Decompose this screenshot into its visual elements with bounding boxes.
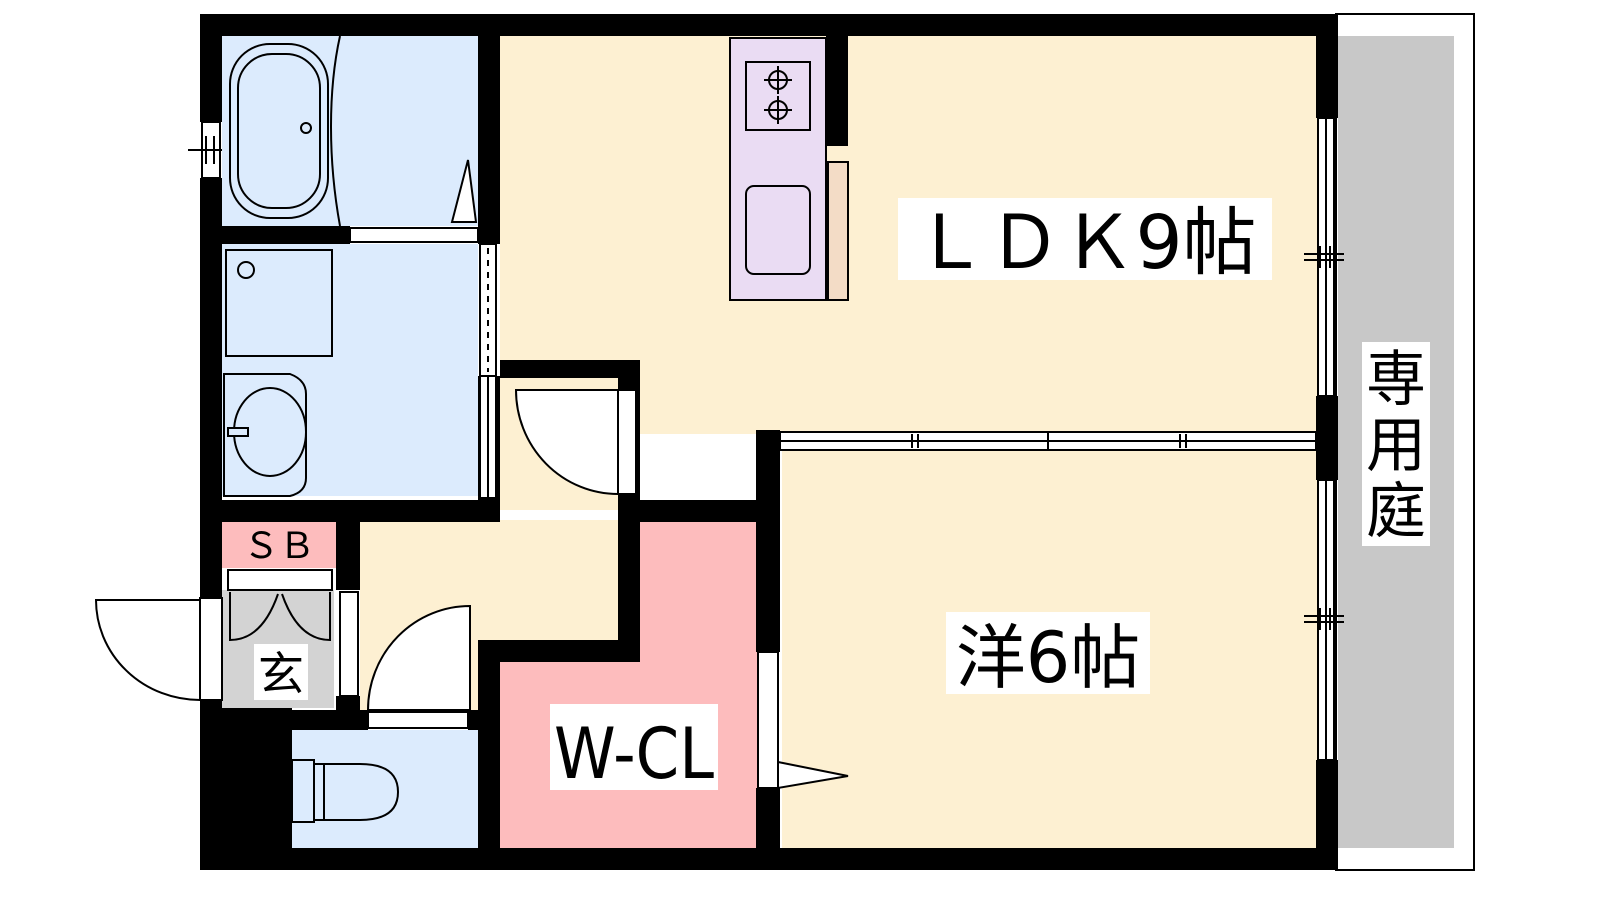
stove-icon — [745, 61, 811, 131]
wall-toilet-top-right — [468, 710, 500, 730]
shoe-box-door-frame — [227, 569, 333, 591]
toilet-door-sill — [367, 711, 469, 729]
wall-bath-right — [478, 14, 500, 244]
wall-closet-left-vert — [478, 640, 500, 870]
wall-western-left-bottom — [756, 788, 780, 870]
shoe-box — [222, 522, 336, 568]
toilet-tank-icon — [291, 759, 315, 823]
wall-left-upper — [200, 14, 222, 122]
kitchen-sink-icon — [745, 185, 811, 275]
hall-door-leaf — [617, 389, 637, 495]
garden-label: 専用庭 — [1366, 345, 1426, 547]
kitchen — [729, 37, 849, 301]
wall-closet-left — [478, 640, 640, 662]
windows — [779, 117, 1344, 761]
garden-label-bg — [1362, 342, 1430, 546]
wall-hall-top — [500, 360, 640, 378]
wall-corner-block — [200, 708, 292, 870]
corridor-floor — [360, 520, 630, 640]
vanity-counter-icon — [223, 373, 307, 497]
wall-western-left-top — [756, 430, 780, 652]
shoe-box-label: ＳＢ — [243, 526, 315, 567]
wall-sb-right — [336, 500, 360, 590]
closet-door-icon — [777, 760, 849, 790]
wall-top — [200, 14, 1338, 36]
wall-bath-bottom — [200, 226, 350, 244]
toilet-fixtures — [291, 759, 400, 823]
walls — [200, 14, 1338, 870]
wall-right-mid — [1316, 396, 1338, 480]
western-label: 洋6帖 — [956, 617, 1141, 699]
entrance-door-frame — [199, 597, 223, 701]
bathtub-inner — [237, 53, 321, 209]
wall-right-bottom — [1316, 760, 1338, 870]
toilet-door-swing — [366, 604, 471, 711]
washing-machine-drain-icon — [237, 261, 255, 279]
entrance-door-swing — [94, 599, 201, 701]
ldk-label-bg — [898, 198, 1272, 280]
wcl-label-bg — [550, 704, 718, 790]
bath-door-sill — [349, 227, 479, 243]
toilet-bowl-icon — [313, 763, 400, 821]
washing-machine-icon — [225, 249, 333, 357]
bathtub-icon — [229, 43, 329, 219]
ldk-label: ＬＤＫ9帖 — [913, 200, 1256, 286]
bathroom-fixtures — [188, 35, 479, 243]
shoe-box-door-right-icon — [281, 592, 331, 642]
entrance-side-frame — [339, 591, 359, 697]
wcl-label: W-CL — [554, 713, 714, 795]
hall-door-swing — [514, 389, 619, 496]
shower-wall-curve — [330, 35, 341, 227]
kitchen-back-panel — [827, 161, 849, 301]
faucet-icon — [227, 427, 249, 437]
bath-door-icon — [450, 159, 478, 223]
shoe-box-door-left-icon — [229, 592, 279, 642]
room-labels: ＬＤＫ9帖 洋6帖 W-CL ＳＢ 玄 専用庭 — [243, 198, 1430, 795]
washroom-fixtures — [223, 243, 497, 499]
closet-door-frame — [757, 651, 779, 789]
entrance-label: 玄 — [258, 647, 304, 701]
wall-right-top — [1316, 14, 1338, 118]
entrance-label-bg — [254, 644, 308, 700]
bath-drain-icon — [300, 122, 312, 134]
wall-toilet-top — [222, 710, 368, 730]
doors — [94, 389, 849, 790]
wall-closet-top — [618, 500, 778, 522]
western-label-bg — [946, 612, 1150, 694]
wall-left-mid — [200, 178, 222, 598]
wall-kitchen-right — [826, 36, 848, 146]
